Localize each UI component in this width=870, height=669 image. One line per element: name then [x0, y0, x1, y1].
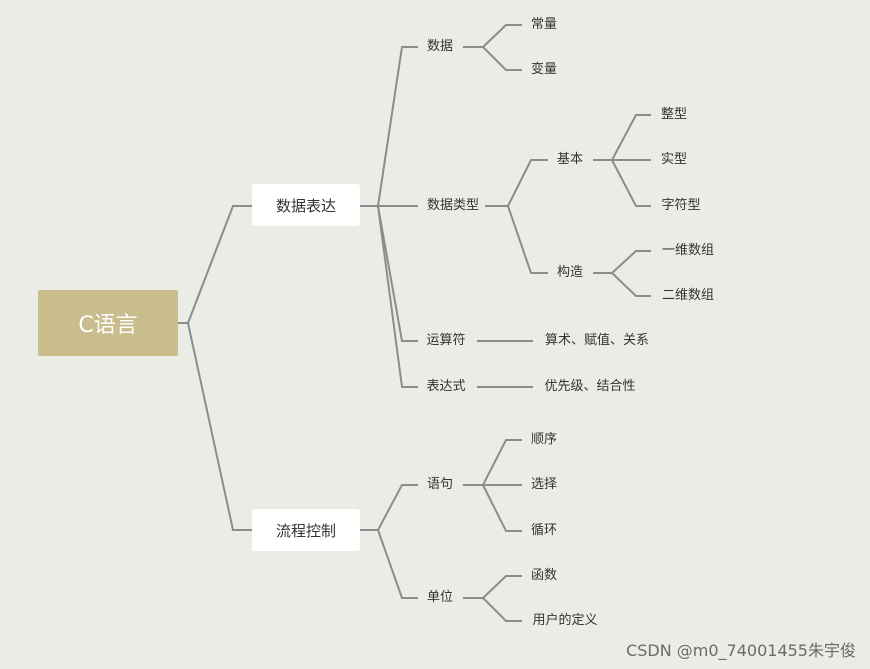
node-operator[interactable]: 运算符 [426, 333, 466, 348]
node-expression[interactable]: 表达式 [426, 379, 466, 394]
node-selection[interactable]: 选择 [530, 477, 558, 492]
node-data[interactable]: 数据 [426, 39, 454, 54]
node-basic[interactable]: 基本 [556, 152, 584, 167]
link-basic-children [593, 114, 651, 207]
node-expression-desc[interactable]: 优先级、结合性 [544, 379, 636, 394]
node-function[interactable]: 函数 [530, 568, 558, 583]
link-unit [360, 529, 418, 599]
link-construct-children [593, 250, 651, 297]
link-expression [360, 205, 418, 388]
link-statement [360, 484, 418, 531]
link-statement-children [463, 439, 522, 532]
link-operator [360, 205, 418, 342]
node-data-type[interactable]: 数据类型 [426, 198, 480, 213]
node-array-1d[interactable]: 一维数组 [661, 243, 715, 258]
node-label: 流程控制 [275, 521, 336, 540]
link-root-data-expression [178, 205, 253, 324]
link-data [360, 46, 418, 207]
node-loop[interactable]: 循环 [530, 523, 558, 538]
link-construct [485, 205, 548, 274]
node-flow-control[interactable]: 流程控制 [252, 509, 360, 551]
node-integer[interactable]: 整型 [660, 107, 688, 122]
node-variable[interactable]: 变量 [530, 62, 558, 77]
link-data-children [463, 24, 522, 71]
node-array-2d[interactable]: 二维数组 [661, 288, 715, 303]
node-user-defined[interactable]: 用户的定义 [532, 613, 598, 628]
node-sequence[interactable]: 顺序 [530, 432, 558, 447]
node-unit[interactable]: 单位 [426, 590, 454, 605]
root-node[interactable]: C语言 [38, 290, 178, 356]
node-label: 数据表达 [275, 196, 336, 215]
node-data-expression[interactable]: 数据表达 [252, 184, 360, 226]
root-label: C语言 [78, 313, 138, 338]
node-construct[interactable]: 构造 [556, 265, 584, 280]
node-constant[interactable]: 常量 [530, 17, 558, 32]
link-basic [485, 159, 548, 207]
node-char[interactable]: 字符型 [661, 198, 701, 213]
node-statement[interactable]: 语句 [426, 477, 454, 492]
link-root-flow-control [178, 322, 253, 531]
node-operator-desc[interactable]: 算术、赋值、关系 [544, 333, 650, 348]
watermark-text: CSDN @m0_74001455朱宇俊 [626, 641, 856, 660]
link-unit-children [463, 575, 522, 622]
node-real[interactable]: 实型 [660, 152, 688, 167]
